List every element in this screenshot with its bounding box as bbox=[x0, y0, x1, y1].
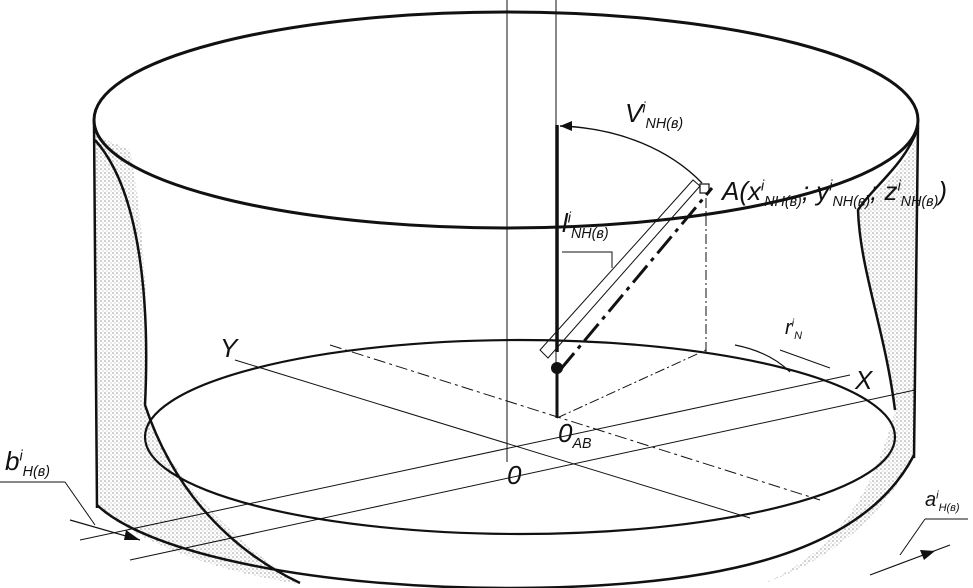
point-a-x-sub: NH(в) bbox=[764, 194, 802, 211]
dim-a-sub: H(в) bbox=[938, 502, 960, 514]
radius-r-sub: N bbox=[794, 330, 803, 342]
length-l-leader bbox=[562, 251, 613, 268]
radius-r-leader bbox=[779, 349, 831, 369]
axis-y-line-2 bbox=[329, 344, 821, 501]
base-ellipse bbox=[143, 338, 897, 536]
dim-b-symbol: b bbox=[5, 446, 20, 476]
dim-b-sup: i bbox=[19, 448, 23, 465]
point-a-y-sup: i bbox=[829, 178, 833, 195]
radius-r-arc bbox=[734, 344, 791, 373]
length-l-sub: NH(в) bbox=[570, 226, 609, 243]
point-a-z-sub: NH(в) bbox=[900, 194, 939, 211]
angle-v-arrowhead bbox=[560, 121, 572, 131]
point-a-z-sup: i bbox=[897, 178, 901, 195]
point-a-close: ) bbox=[938, 176, 948, 206]
right-wall-shading bbox=[760, 130, 919, 585]
length-l-label: liNH(в) bbox=[562, 210, 609, 241]
origin-0ab-symbol: 0 bbox=[558, 418, 573, 448]
left-wall-shading bbox=[93, 135, 300, 584]
origin-0ab-label: 0AB bbox=[558, 420, 592, 451]
dim-a-sup: i bbox=[936, 489, 939, 502]
length-l-sup: i bbox=[567, 210, 571, 227]
dim-b-label: biH(в) bbox=[5, 448, 50, 479]
origin-0ab-point bbox=[551, 362, 563, 374]
projection-strip bbox=[539, 179, 701, 359]
length-l-symbol: l bbox=[562, 208, 568, 238]
axis-x-line bbox=[79, 374, 851, 541]
radius-r-symbol: r bbox=[785, 317, 792, 339]
dim-a-label: aiH(в) bbox=[925, 490, 960, 514]
cylinder-right-wall bbox=[912, 124, 920, 459]
point-a-x-sup: i bbox=[761, 178, 765, 195]
radius-vector-dashdot bbox=[558, 187, 714, 371]
projection-ground bbox=[556, 349, 707, 419]
axis-y-line bbox=[234, 359, 751, 519]
dim-b-sub: H(в) bbox=[22, 464, 50, 481]
origin-0ab-sub: AB bbox=[572, 436, 592, 453]
point-a-y-sub: NH(в) bbox=[832, 194, 871, 211]
angle-v-sub: NH(в) bbox=[645, 116, 684, 133]
inner-wall-right bbox=[856, 127, 920, 411]
angle-v-arc bbox=[559, 125, 703, 184]
point-a-prefix: A(x bbox=[722, 176, 761, 206]
radius-r-sup: i bbox=[791, 317, 795, 330]
angle-v-sup: i bbox=[642, 100, 646, 117]
dim-a-symbol: a bbox=[925, 489, 937, 511]
point-a-sep2: ; z bbox=[870, 176, 898, 206]
origin-0-label: 0 bbox=[507, 460, 522, 490]
angle-v-symbol: V bbox=[625, 98, 643, 128]
dim-a-arrowhead bbox=[920, 550, 935, 560]
dim-a-arrow-line bbox=[869, 544, 951, 576]
dim-b-leader-diag bbox=[64, 481, 96, 526]
axis-y-label: Y bbox=[220, 333, 238, 363]
angle-v-label: ViNH(в) bbox=[625, 100, 683, 131]
axis-x-line-2 bbox=[129, 389, 916, 561]
radius-r-label: riN bbox=[785, 318, 802, 342]
axis-x-label: X bbox=[855, 365, 873, 395]
point-A-marker bbox=[699, 183, 710, 194]
cylinder-left-wall bbox=[92, 121, 99, 509]
point-a-sep1: ; y bbox=[801, 176, 830, 206]
dim-a-leader-diag bbox=[899, 518, 926, 556]
point-a-label: A(xiNH(в); yiNH(в); ziNH(в)) bbox=[722, 178, 947, 209]
cylinder-top-rim bbox=[92, 10, 920, 230]
dim-b-arrowhead bbox=[124, 530, 140, 540]
